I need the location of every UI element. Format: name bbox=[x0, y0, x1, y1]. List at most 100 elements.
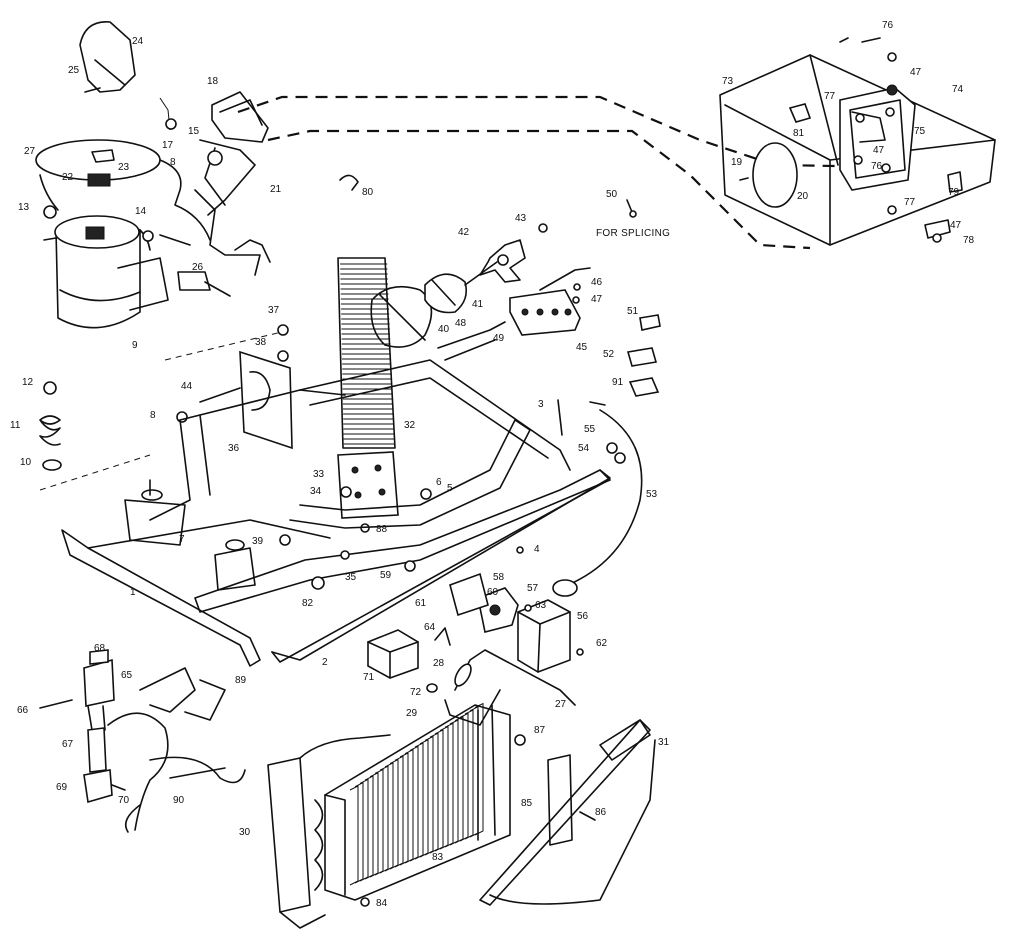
part-base-frame bbox=[61, 359, 611, 667]
label-76a: 76 bbox=[882, 20, 894, 31]
label-32: 32 bbox=[404, 420, 416, 431]
condenser-fin bbox=[404, 748, 414, 864]
label-73: 73 bbox=[722, 76, 734, 87]
label-88: 88 bbox=[376, 524, 388, 535]
label-36: 36 bbox=[228, 443, 240, 454]
label-30: 30 bbox=[239, 827, 251, 838]
condenser-fin bbox=[354, 781, 364, 884]
condenser-fin bbox=[384, 762, 394, 872]
label-58: 58 bbox=[493, 572, 505, 583]
label-8a: 8 bbox=[170, 157, 176, 168]
condenser-fin bbox=[444, 722, 454, 848]
label-2: 2 bbox=[322, 657, 328, 668]
label-29: 29 bbox=[406, 708, 418, 719]
label-10: 10 bbox=[20, 457, 32, 468]
condenser-fin bbox=[434, 729, 444, 852]
label-19: 19 bbox=[731, 157, 743, 168]
label-12: 12 bbox=[22, 377, 34, 388]
label-7: 7 bbox=[179, 534, 185, 545]
label-3: 3 bbox=[538, 399, 544, 410]
condenser-fin bbox=[379, 765, 389, 874]
condenser-fin bbox=[364, 775, 374, 880]
condenser-fin bbox=[439, 725, 449, 850]
label-79: 79 bbox=[948, 187, 960, 198]
label-90: 90 bbox=[173, 795, 185, 806]
part-relay-cover bbox=[79, 21, 136, 93]
condenser-fin bbox=[394, 755, 404, 868]
label-4: 4 bbox=[534, 544, 540, 555]
label-59: 59 bbox=[380, 570, 392, 581]
label-52: 52 bbox=[603, 349, 615, 360]
label-35: 35 bbox=[345, 572, 357, 583]
label-57: 57 bbox=[527, 583, 539, 594]
label-9: 9 bbox=[132, 340, 138, 351]
label-65: 65 bbox=[121, 670, 133, 681]
label-53: 53 bbox=[646, 489, 658, 500]
label-23: 23 bbox=[118, 162, 130, 173]
label-17: 17 bbox=[162, 140, 174, 151]
condenser-fin bbox=[359, 778, 369, 882]
label-42: 42 bbox=[458, 227, 470, 238]
label-47a: 47 bbox=[591, 294, 603, 305]
label-87: 87 bbox=[534, 725, 546, 736]
label-68: 68 bbox=[94, 643, 106, 654]
label-47c: 47 bbox=[873, 145, 885, 156]
label-80: 80 bbox=[362, 187, 374, 198]
label-86: 86 bbox=[595, 807, 607, 818]
label-75: 75 bbox=[914, 126, 926, 137]
condenser-fin bbox=[419, 738, 429, 858]
label-62: 62 bbox=[596, 638, 608, 649]
part-water-valve bbox=[39, 649, 246, 833]
part-refrigerant-tubing bbox=[444, 649, 576, 726]
condenser-fin bbox=[454, 715, 464, 844]
part-defrost-timer bbox=[404, 560, 584, 673]
label-5: 5 bbox=[447, 483, 453, 494]
label-28: 28 bbox=[433, 658, 445, 669]
label-20: 20 bbox=[797, 191, 809, 202]
label-41: 41 bbox=[472, 299, 484, 310]
label-60: 60 bbox=[487, 587, 499, 598]
label-81: 81 bbox=[793, 128, 805, 139]
label-78: 78 bbox=[963, 235, 975, 246]
label-31: 31 bbox=[658, 737, 670, 748]
label-39: 39 bbox=[252, 536, 264, 547]
part-wire-connectors bbox=[626, 314, 661, 397]
label-49: 49 bbox=[493, 333, 505, 344]
part-cabinet-housing bbox=[719, 37, 996, 246]
label-51: 51 bbox=[627, 306, 639, 317]
condenser-fin bbox=[469, 705, 479, 838]
condenser-fin bbox=[349, 785, 359, 886]
label-85: 85 bbox=[521, 798, 533, 809]
condenser-fin bbox=[389, 758, 399, 870]
label-46: 46 bbox=[591, 277, 603, 288]
part-shroud-bracket bbox=[176, 324, 293, 450]
label-61: 61 bbox=[415, 598, 427, 609]
label-8b: 8 bbox=[150, 410, 156, 421]
label-69: 69 bbox=[56, 782, 68, 793]
label-91: 91 bbox=[612, 377, 624, 388]
label-34: 34 bbox=[310, 486, 322, 497]
label-66: 66 bbox=[17, 705, 29, 716]
label-64: 64 bbox=[424, 622, 436, 633]
label-11: 11 bbox=[10, 420, 21, 431]
condenser-fin bbox=[374, 768, 384, 876]
label-24: 24 bbox=[132, 36, 144, 47]
condenser-fin bbox=[409, 745, 419, 862]
part-thermostat-bracket bbox=[159, 91, 269, 216]
label-47d: 47 bbox=[950, 220, 962, 231]
label-89: 89 bbox=[235, 675, 247, 686]
label-72: 72 bbox=[410, 687, 422, 698]
label-33: 33 bbox=[313, 469, 325, 480]
label-71: 71 bbox=[363, 672, 375, 683]
label-22: 22 bbox=[62, 172, 74, 183]
part-drain-tube bbox=[552, 399, 643, 597]
label-38: 38 bbox=[255, 337, 267, 348]
label-54: 54 bbox=[578, 443, 590, 454]
part-mount-spring bbox=[39, 381, 62, 471]
part-evaporator bbox=[337, 257, 399, 533]
label-83: 83 bbox=[432, 852, 444, 863]
label-84: 84 bbox=[376, 898, 388, 909]
label-74: 74 bbox=[952, 84, 964, 95]
part-capacitor-box bbox=[367, 627, 451, 693]
